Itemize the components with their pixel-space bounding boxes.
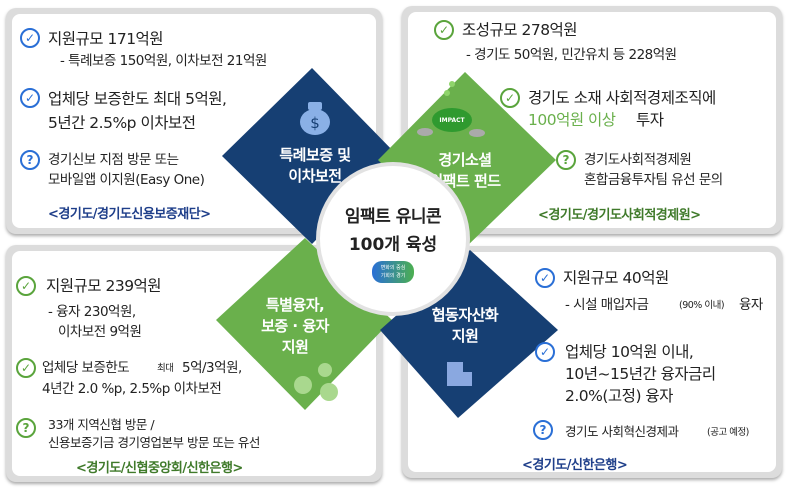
item-text: - 경기도 50억원, 민간유치 등 228억원 bbox=[466, 47, 677, 63]
item-text: 최대 bbox=[157, 363, 174, 374]
check-icon: ✓ bbox=[500, 88, 520, 108]
title-line: 지원 bbox=[281, 338, 309, 356]
svg-text:$: $ bbox=[310, 114, 320, 132]
item-text: 업체당 보증한도 최대 5억원, bbox=[48, 90, 227, 108]
title-line: 특례보증 및 bbox=[279, 146, 351, 164]
item-text: 경기도 소재 사회적경제조직에 bbox=[528, 89, 716, 107]
item-text: - 시설 매입자금 bbox=[565, 297, 649, 313]
item-text: - 융자 230억원, bbox=[48, 304, 136, 320]
check-icon: ✓ bbox=[434, 20, 454, 40]
item-text: - 특례보증 150억원, 이차보전 21억원 bbox=[60, 53, 267, 69]
item-text: 업체당 10억원 이내, bbox=[565, 343, 694, 361]
item-text: 혼합금융투자팀 유선 문의 bbox=[584, 172, 723, 188]
diamond-title-top-left: 특례보증 및 이차보전 bbox=[240, 145, 390, 187]
center-title-line2: 100개 육성 bbox=[348, 235, 438, 255]
title-line: 특별융자, bbox=[265, 296, 325, 314]
item-text: 신용보증기금 경기영업본부 방문 또는 유선 bbox=[48, 435, 260, 450]
item-text: 이차보전 9억원 bbox=[58, 324, 142, 340]
question-icon: ? bbox=[20, 150, 40, 170]
title-line: 경기소셜 bbox=[438, 151, 492, 169]
title-line: 임팩트 펀드 bbox=[429, 172, 501, 190]
diamond-title-bottom-right: 협동자산화 지원 bbox=[400, 305, 530, 347]
item-text: 4년간 2.0 %p, 2.5%p 이차보전 bbox=[42, 381, 222, 397]
check-icon: ✓ bbox=[535, 342, 555, 362]
check-icon: ✓ bbox=[16, 358, 36, 378]
center-circle: 임팩트 유니콘 100개 육성 변화의 중심 기회의 경기 bbox=[320, 166, 466, 312]
money-bags-icon bbox=[294, 363, 338, 401]
building-icon bbox=[447, 362, 472, 386]
item-text: (90% 이내) bbox=[679, 300, 725, 311]
logo-text: 기회의 경기 bbox=[380, 273, 406, 279]
item-text: 경기신보 지점 방문 또는 bbox=[48, 152, 179, 168]
check-icon: ✓ bbox=[20, 28, 40, 48]
check-icon: ✓ bbox=[20, 88, 40, 108]
item-text: 업체당 보증한도 bbox=[42, 360, 130, 376]
diamond-title-bottom-left: 특별융자, 보증 · 융자 지원 bbox=[230, 295, 360, 358]
item-text: 경기도 사회혁신경제과 bbox=[565, 424, 679, 439]
item-text: 지원규모 171억원 bbox=[48, 30, 164, 48]
money-bag-icon: $ bbox=[300, 102, 330, 135]
gyeonggi-logo: 변화의 중심 기회의 경기 bbox=[372, 261, 414, 283]
item-text: 10년~15년간 융자금리 bbox=[565, 365, 716, 383]
item-text: 투자 bbox=[636, 111, 664, 129]
check-icon: ✓ bbox=[535, 268, 555, 288]
check-icon: ✓ bbox=[16, 276, 36, 296]
item-text: (공고 예정) bbox=[707, 427, 749, 438]
source-label: <경기도/신협중앙회/신한은행> bbox=[76, 461, 243, 476]
title-line: 이차보전 bbox=[288, 167, 342, 185]
item-text: 융자 bbox=[739, 297, 763, 313]
logo-text: 변화의 중심 bbox=[380, 265, 406, 271]
item-text: 경기도사회적경제원 bbox=[584, 152, 692, 168]
item-text: 지원규모 40억원 bbox=[563, 269, 669, 287]
title-line: 지원 bbox=[451, 327, 479, 345]
item-text: 5억/3억원, bbox=[182, 360, 242, 376]
item-text: 5년간 2.5%p 이차보전 bbox=[48, 114, 196, 132]
question-icon: ? bbox=[533, 420, 553, 440]
impact-piggy-icon: IMPACT bbox=[417, 81, 485, 137]
title-line: 협동자산화 bbox=[431, 306, 499, 324]
item-text: 조성규모 278억원 bbox=[462, 21, 578, 39]
item-text: 모바일앱 이지원(Easy One) bbox=[48, 172, 205, 188]
item-text: 2.0%(고정) 융자 bbox=[565, 387, 673, 405]
source-label: <경기도/경기도신용보증재단> bbox=[48, 207, 211, 222]
item-text: 지원규모 239억원 bbox=[46, 277, 162, 295]
source-label: <경기도/경기도사회적경제원> bbox=[538, 208, 701, 223]
diamond-title-top-right: 경기소셜 임팩트 펀드 bbox=[400, 150, 530, 192]
title-line: 보증 · 융자 bbox=[261, 317, 329, 335]
item-text: 33개 지역신협 방문 / bbox=[48, 417, 155, 432]
source-label: <경기도/신한은행> bbox=[522, 458, 628, 473]
question-icon: ? bbox=[16, 418, 36, 438]
item-text: 100억원 이상 bbox=[528, 111, 616, 129]
question-icon: ? bbox=[556, 150, 576, 170]
center-title-line1: 임팩트 유니콘 bbox=[344, 207, 442, 227]
impact-badge-text: IMPACT bbox=[439, 117, 465, 124]
